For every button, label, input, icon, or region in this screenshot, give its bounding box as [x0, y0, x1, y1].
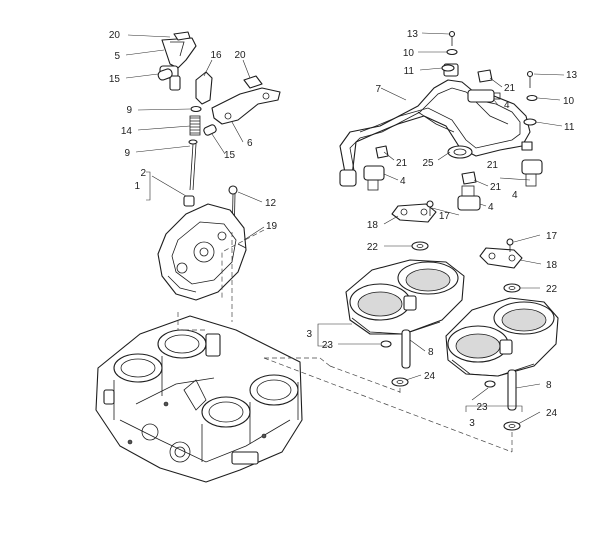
pin-part-8b [507, 369, 517, 411]
plug-part-23b [484, 380, 496, 388]
callout-16: 16 [210, 50, 222, 61]
callout-9a: 9 [126, 105, 132, 116]
callout-9b: 9 [124, 148, 130, 159]
pushrod-part-2 [183, 139, 198, 207]
callout-10a: 10 [403, 48, 415, 59]
callout-11a: 11 [404, 66, 415, 77]
callout-21c: 21 [490, 182, 502, 193]
throttle-body-assembly [95, 315, 303, 483]
callout-8b: 8 [546, 380, 552, 391]
assembly-guide-lines-right [263, 357, 513, 453]
bushing-part-15a [157, 68, 173, 81]
callout-17a: 17 [439, 211, 451, 222]
callout-4a: 4 [504, 100, 510, 111]
callout-labels: 20 5 15 9 14 9 16 20 6 15 2 1 12 19 13 1… [109, 29, 578, 429]
callout-22b: 22 [546, 284, 558, 295]
bushing-part-15b [203, 124, 217, 136]
leader-lines [125, 32, 565, 425]
callout-10b: 10 [563, 96, 575, 107]
callout-24a: 24 [424, 371, 436, 382]
callout-14: 14 [121, 126, 133, 137]
bracket-clip-part [173, 31, 191, 41]
bracket-part-18a [391, 203, 437, 223]
screw-part-17a [426, 200, 434, 216]
callout-13b: 13 [566, 70, 578, 81]
callout-4b: 4 [400, 176, 406, 187]
callout-15a: 15 [109, 74, 121, 85]
callout-11b: 11 [564, 122, 575, 133]
screw-part-17b [506, 238, 514, 252]
injector-part-4a [467, 89, 501, 103]
callout-21a: 21 [504, 83, 516, 94]
callout-4c: 4 [488, 202, 494, 213]
callout-24b: 24 [546, 408, 558, 419]
throttle-actuator-housing-19 [157, 203, 247, 301]
plug-part-23a [380, 340, 392, 348]
callout-25: 25 [422, 158, 434, 169]
small-clips-21 [375, 69, 533, 185]
intake-cup-assembly-3b [445, 297, 559, 377]
assembly-guide-lines-left [177, 229, 331, 367]
washer-part-24a [391, 377, 409, 387]
callout-13a: 13 [407, 29, 419, 40]
callout-21b: 21 [396, 158, 408, 169]
callout-15b: 15 [224, 150, 236, 161]
callout-3b: 3 [469, 418, 475, 429]
callout-18b: 18 [546, 260, 558, 271]
callout-18a: 18 [367, 220, 379, 231]
lever-part-16 [195, 71, 213, 105]
screws-washers-right-top [441, 30, 538, 126]
callout-22a: 22 [367, 242, 379, 253]
intake-cup-assembly-3a [345, 259, 465, 335]
bracket-part-18b [479, 247, 523, 269]
callout-20a: 20 [109, 30, 121, 41]
washer-part-24b [503, 421, 521, 431]
spring-part-14 [189, 115, 201, 136]
grommet-part-22b [503, 283, 521, 293]
fuel-rail-connector-25 [447, 145, 473, 159]
callout-6: 6 [247, 138, 253, 149]
callout-12: 12 [265, 198, 277, 209]
clip-part-20 [243, 75, 263, 89]
callout-17b: 17 [546, 231, 558, 242]
callout-23b: 23 [476, 402, 488, 413]
callout-8a: 8 [428, 347, 434, 358]
injector-part-4c [457, 185, 481, 211]
grommet-part-22a [411, 241, 429, 251]
injector-part-4b [363, 165, 385, 191]
callout-23a: 23 [322, 340, 334, 351]
pin-part-8a [401, 329, 411, 369]
washer-part-9a [190, 105, 202, 113]
callout-2: 2 [140, 168, 146, 179]
throttle-linkage-bracket [159, 37, 197, 91]
callout-3a: 3 [306, 329, 312, 340]
callout-20b: 20 [234, 50, 246, 61]
injector-part-4d [521, 159, 543, 187]
callout-19: 19 [266, 221, 278, 232]
callout-4d: 4 [512, 190, 518, 201]
throttle-lever-arm-6 [211, 87, 281, 125]
callout-1: 1 [134, 181, 140, 192]
callout-7: 7 [375, 84, 381, 95]
callout-21d: 21 [487, 160, 499, 171]
callout-5: 5 [114, 51, 120, 62]
